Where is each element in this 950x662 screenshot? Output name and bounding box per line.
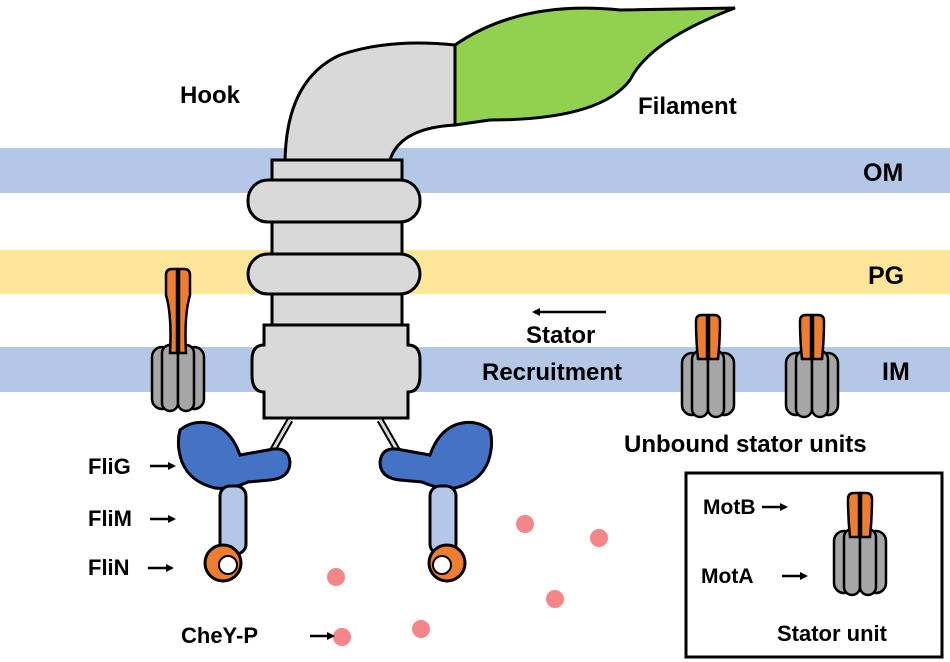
- stator-recruitment-label-line2: Recruitment: [482, 359, 622, 386]
- chey-p-dot: [327, 568, 345, 586]
- chey-p-dot: [516, 515, 534, 533]
- flig-label: FliG: [88, 454, 131, 479]
- flig-right: [378, 420, 494, 490]
- flin-label: FliN: [88, 555, 130, 580]
- ms-ring: [250, 323, 422, 420]
- chey-p-dot: [546, 590, 564, 608]
- stator-unit-label: Stator unit: [777, 621, 888, 646]
- flim-right: [428, 484, 458, 556]
- filament-label: Filament: [638, 93, 737, 120]
- legend-box: [684, 471, 944, 659]
- pg-label: PG: [868, 262, 904, 290]
- chey-p-dot: [412, 620, 430, 638]
- flim-label: FliM: [88, 506, 132, 531]
- unbound-stator-unit-1: [680, 313, 736, 419]
- chey-p-dot: [333, 628, 351, 646]
- chey-p-dot: [590, 529, 608, 547]
- hook-label: Hook: [180, 82, 241, 109]
- flig-left: [176, 420, 292, 490]
- unbound-stator-unit-2: [784, 313, 840, 419]
- mota-label: MotA: [701, 565, 753, 588]
- p-ring: [246, 252, 422, 296]
- unbound-stator-units-label: Unbound stator units: [624, 431, 867, 458]
- l-ring: [246, 178, 422, 224]
- im-label: IM: [882, 358, 910, 386]
- stator-recruitment-label-line1: Stator: [526, 322, 595, 349]
- om-label: OM: [863, 159, 903, 187]
- filament: [453, 6, 736, 127]
- flin-left-hole: [218, 555, 238, 575]
- chey-p-label: CheY-P: [181, 623, 258, 648]
- motb-label: MotB: [703, 496, 755, 519]
- hook: [283, 41, 457, 167]
- peptidoglycan-band: [0, 250, 950, 294]
- flin-right-hole: [432, 555, 452, 575]
- outer-membrane-band: [0, 148, 950, 193]
